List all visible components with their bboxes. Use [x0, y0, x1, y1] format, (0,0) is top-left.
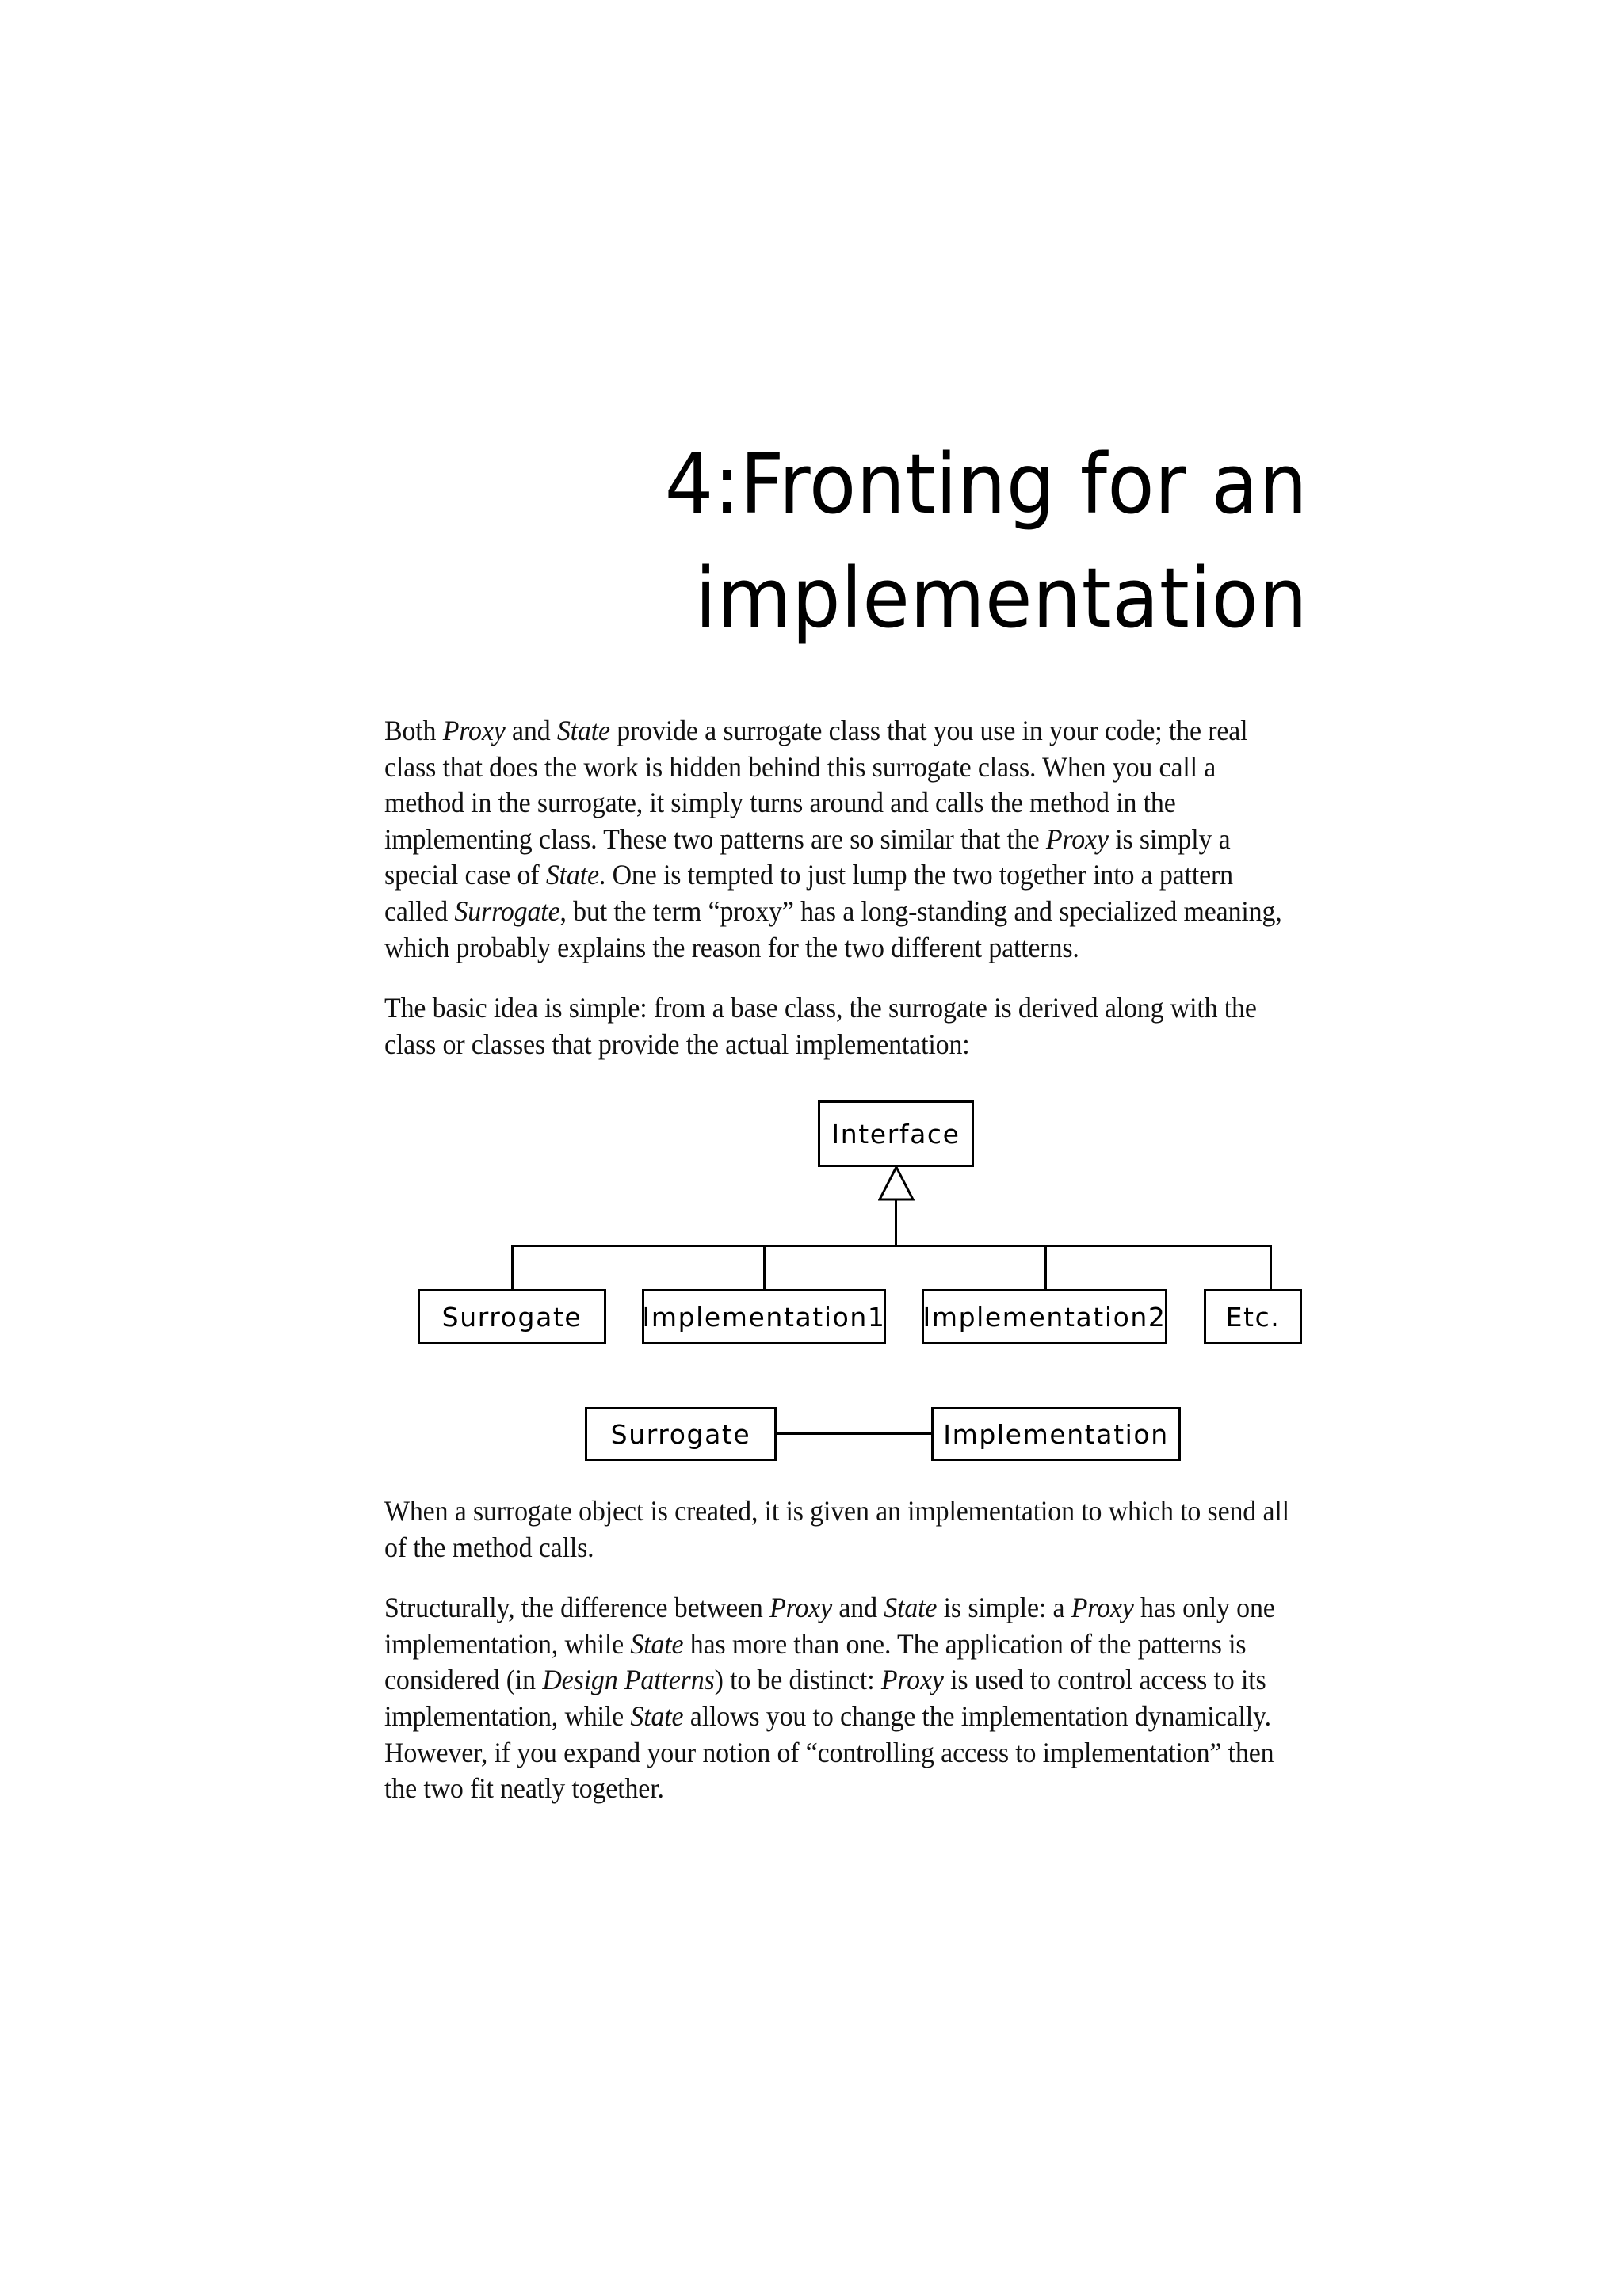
p4-em-state-2: State	[630, 1627, 684, 1660]
p1-seg2: and	[505, 715, 557, 746]
p4-seg5: has more than one. The application of th…	[384, 1627, 1247, 1696]
p4-seg2: and	[832, 1592, 884, 1624]
connector-drop-implementation2	[1044, 1245, 1047, 1291]
uml-box-implementation: Implementation	[931, 1407, 1181, 1461]
generalization-triangle-svg	[877, 1164, 915, 1201]
uml-box-implementation2: Implementation2	[922, 1289, 1167, 1344]
uml-box-interface-label: Interface	[831, 1118, 960, 1150]
p1-em-proxy: Proxy	[442, 715, 506, 746]
p1-em-proxy-2: Proxy	[1045, 822, 1109, 855]
p4-seg3: is simple: a	[937, 1592, 1071, 1624]
uml-box-etc: Etc.	[1204, 1289, 1302, 1344]
connector-drop-etc	[1270, 1245, 1272, 1291]
p4-em-proxy: Proxy	[769, 1592, 833, 1624]
p4-em-design-patterns: Design Patterns	[542, 1664, 715, 1696]
p4-seg7: is used to control access to its impleme…	[384, 1664, 1266, 1732]
paragraph-2: The basic idea is simple: from a base cl…	[384, 992, 1257, 1060]
uml-box-implementation1: Implementation1	[642, 1289, 886, 1344]
p4-em-state-3: State	[630, 1699, 684, 1732]
p1-em-state: State	[556, 715, 610, 746]
chapter-title-line-2: implementation	[695, 549, 1308, 646]
p4-seg8: allows you to change the implementation …	[384, 1699, 1274, 1805]
uml-box-surrogate-2-label: Surrogate	[610, 1418, 751, 1450]
uml-box-implementation-label: Implementation	[943, 1418, 1169, 1450]
p4-em-proxy-2: Proxy	[1071, 1592, 1134, 1624]
p4-em-state: State	[884, 1592, 938, 1624]
uml-box-etc-label: Etc.	[1225, 1301, 1281, 1333]
p4-seg6: ) to be distinct:	[714, 1664, 881, 1696]
paragraph-3: When a surrogate object is created, it i…	[384, 1495, 1289, 1563]
uml-box-interface: Interface	[818, 1100, 974, 1167]
uml-box-implementation1-label: Implementation1	[642, 1301, 886, 1333]
p4-seg4: has only one implementation, while	[384, 1592, 1275, 1660]
uml-box-implementation2-label: Implementation2	[922, 1301, 1167, 1333]
p1-em-surrogate: Surrogate	[454, 894, 560, 927]
p4-em-proxy-3: Proxy	[880, 1664, 944, 1696]
p1-seg4: is simply a special case of	[384, 822, 1231, 891]
body-text-block-bottom: When a surrogate object is created, it i…	[384, 1493, 1343, 1807]
p1-em-state-2: State	[545, 859, 599, 891]
uml-box-surrogate-2: Surrogate	[585, 1407, 777, 1461]
p4-seg1: Structurally, the difference between	[384, 1592, 770, 1624]
p1-seg1: Both	[384, 715, 443, 746]
paragraph-1: Both Proxy and State provide a surrogate…	[384, 713, 1293, 966]
connector-drop-implementation1	[763, 1245, 766, 1291]
p1-seg5: . One is tempted to just lump the two to…	[384, 859, 1233, 927]
chapter-title: 4:Fronting for an implementation	[387, 428, 1308, 655]
uml-box-surrogate: Surrogate	[418, 1289, 606, 1344]
connector-root-stem	[895, 1199, 897, 1246]
p1-seg6: , but the term “proxy” has a long-standi…	[384, 894, 1282, 963]
p1-seg3: provide a surrogate class that you use i…	[384, 715, 1248, 855]
connector-drop-surrogate	[511, 1245, 514, 1291]
connector-association-line	[775, 1432, 934, 1435]
uml-box-surrogate-label: Surrogate	[441, 1301, 582, 1333]
chapter-title-line-1: 4:Fronting for an	[664, 436, 1308, 532]
body-text-block-top: Both Proxy and State provide a surrogate…	[384, 713, 1335, 1062]
connector-bus-horizontal	[511, 1245, 1272, 1247]
paragraph-4: Structurally, the difference between Pro…	[384, 1590, 1300, 1807]
